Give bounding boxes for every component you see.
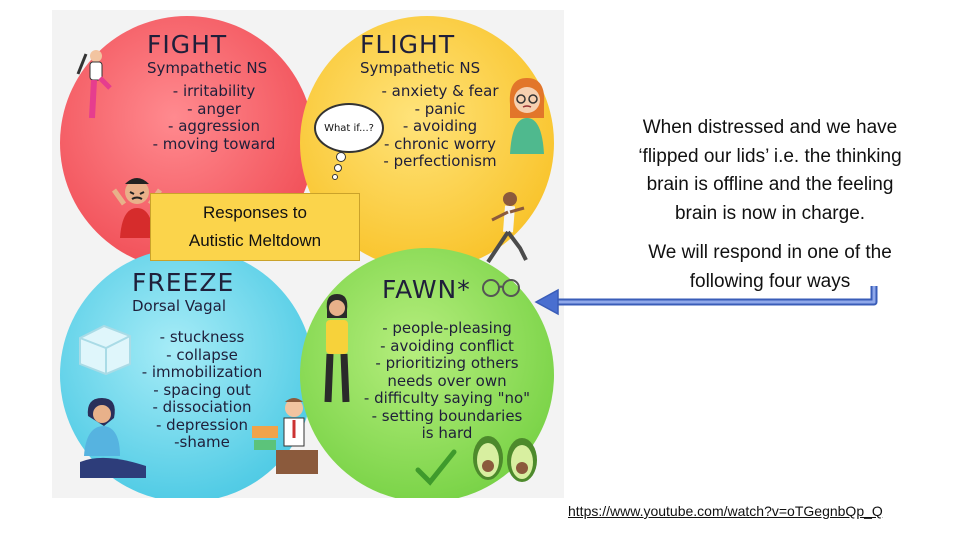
fawn-list: - people-pleasing - avoiding conflict - … bbox=[357, 319, 537, 443]
flight-item: - avoiding bbox=[402, 117, 478, 135]
fawn-quadrant: FAWN* - people-pleasing - avoiding confl… bbox=[364, 275, 537, 443]
pointer-arrow bbox=[534, 286, 878, 316]
freeze-quadrant: FREEZE Dorsal Vagal - stuckness - collap… bbox=[132, 268, 282, 452]
explanation-paragraph-1: When distressed and we have ‘flipped our… bbox=[600, 114, 940, 228]
thought-bubble-text: What if...? bbox=[324, 122, 374, 134]
freeze-item: -shame bbox=[174, 433, 230, 451]
flight-item: - perfectionism bbox=[383, 152, 497, 170]
thought-bubble: What if...? bbox=[314, 103, 384, 153]
freeze-item: - depression bbox=[156, 415, 248, 434]
fawn-title: FAWN* bbox=[382, 275, 471, 304]
explanation-line: When distressed and we have bbox=[642, 117, 898, 138]
freeze-item: - stuckness bbox=[159, 328, 245, 346]
explanation-paragraph-2: We will respond in one of the following … bbox=[600, 239, 940, 296]
checkmark-icon bbox=[415, 449, 457, 486]
fawn-item: needs over own bbox=[387, 371, 507, 390]
flight-item: - chronic worry bbox=[383, 134, 497, 153]
youtube-link[interactable]: https://www.youtube.com/watch?v=oTGegnbQ… bbox=[568, 503, 883, 519]
center-badge: Responses to Autistic Meltdown bbox=[150, 193, 360, 261]
desk-man-icon bbox=[252, 398, 318, 474]
freeze-subtitle: Dorsal Vagal bbox=[132, 297, 227, 315]
fawn-item: - setting boundaries bbox=[371, 406, 523, 425]
explanation-line: following four ways bbox=[689, 270, 851, 292]
sad-woman-icon bbox=[80, 398, 146, 478]
avocado-icon bbox=[473, 436, 537, 482]
freeze-item: - spacing out bbox=[153, 380, 251, 399]
freeze-item: - collapse bbox=[166, 345, 238, 364]
fawn-item: - people-pleasing bbox=[382, 319, 512, 337]
center-badge-line1: Responses to bbox=[203, 203, 307, 222]
fight-item: - anger bbox=[187, 99, 241, 118]
fight-quadrant: FIGHT Sympathetic NS - irritability - an… bbox=[147, 30, 299, 153]
fawn-item: - avoiding conflict bbox=[380, 336, 514, 355]
freeze-title: FREEZE bbox=[132, 268, 235, 297]
flight-title: FLIGHT bbox=[360, 30, 456, 59]
running-man-icon bbox=[486, 192, 528, 264]
thought-dots bbox=[332, 150, 346, 180]
explanation-line: ‘flipped our lids’ i.e. the thinking bbox=[638, 145, 902, 167]
freeze-list: - stuckness - collapse - immobilization … bbox=[122, 328, 282, 452]
fight-item: - aggression bbox=[168, 117, 260, 135]
fight-item: - moving toward bbox=[152, 134, 276, 153]
fawn-item: - prioritizing others bbox=[375, 354, 519, 372]
yoga-person-icon bbox=[76, 50, 112, 119]
flight-item: - anxiety & fear bbox=[381, 82, 499, 100]
explanation-line: We will respond in one of the bbox=[648, 242, 892, 263]
fawn-item: - difficulty saying "no" bbox=[363, 389, 531, 407]
ice-cube-icon bbox=[79, 324, 131, 376]
flight-item: - panic bbox=[414, 99, 466, 118]
explanation-line: brain is offline and the feeling bbox=[646, 174, 894, 195]
fight-title: FIGHT bbox=[147, 30, 228, 59]
center-badge-line2: Autistic Meltdown bbox=[188, 231, 322, 250]
fawn-item: is hard bbox=[421, 424, 473, 442]
standing-woman-icon bbox=[324, 294, 350, 403]
angry-person-icon bbox=[111, 178, 163, 238]
fight-flight-freeze-fawn-infographic: FIGHT Sympathetic NS - irritability - an… bbox=[52, 10, 564, 498]
explanation-line: brain is now in charge. bbox=[674, 202, 866, 224]
worried-woman-icon bbox=[509, 78, 545, 154]
fight-list: - irritability - anger - aggression - mo… bbox=[129, 82, 299, 153]
flight-quadrant: FLIGHT Sympathetic NS - anxiety & fear -… bbox=[360, 30, 515, 171]
glasses-icon bbox=[482, 279, 520, 297]
freeze-item: - dissociation bbox=[152, 398, 252, 416]
fight-subtitle: Sympathetic NS bbox=[147, 59, 268, 77]
fight-item: - irritability bbox=[172, 82, 256, 100]
freeze-item: - immobilization bbox=[141, 363, 263, 381]
flight-subtitle: Sympathetic NS bbox=[360, 59, 481, 77]
flight-list: - anxiety & fear - panic - avoiding - ch… bbox=[365, 82, 515, 171]
